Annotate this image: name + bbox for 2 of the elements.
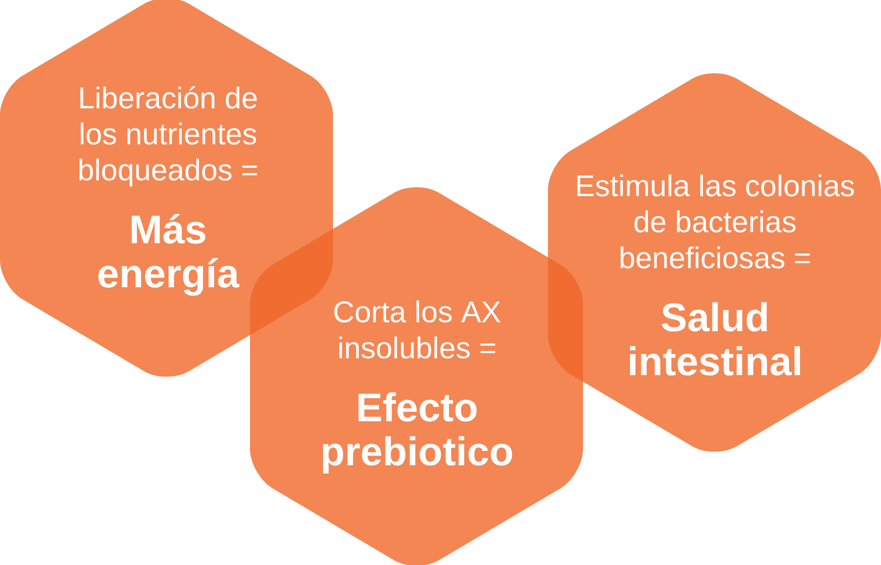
hexagon: Liberación de los nutrientes bloqueados = Más energía: [0, 0, 333, 377]
hexagon: Estimula las colonias de bacterias beneficiosas = Salud intestinal: [548, 73, 881, 452]
